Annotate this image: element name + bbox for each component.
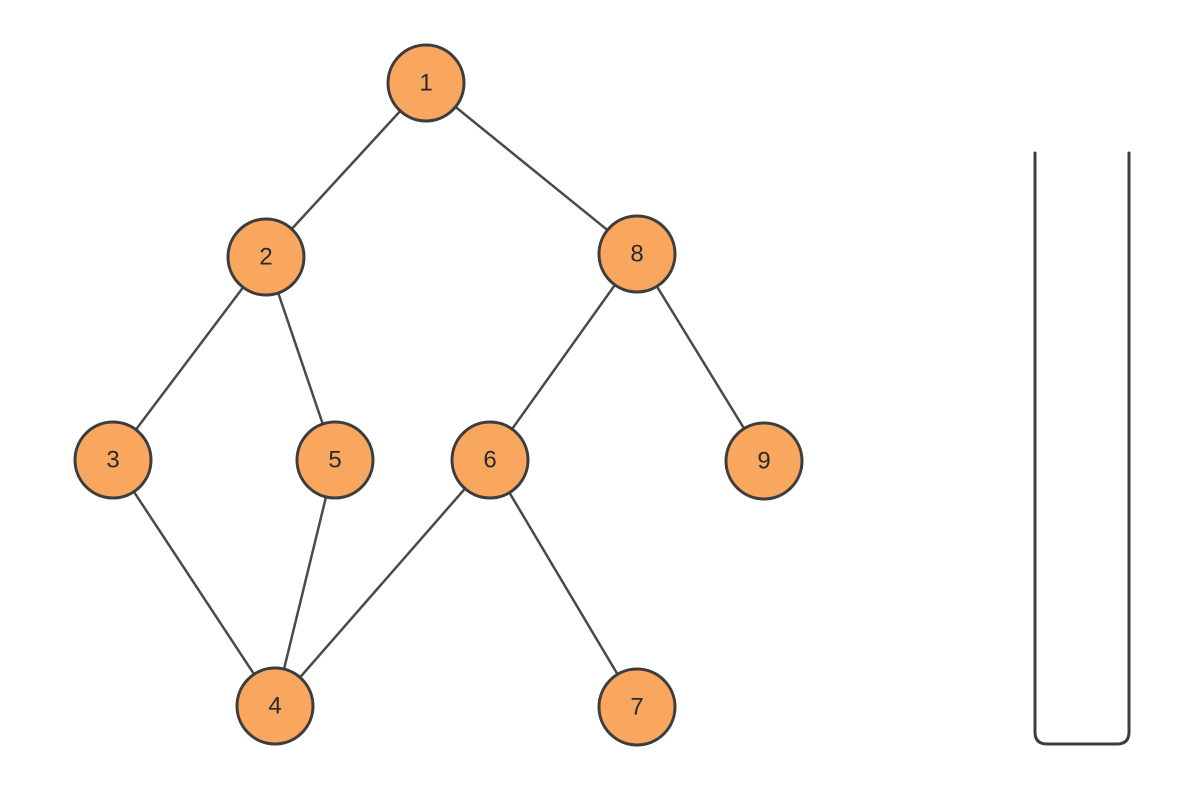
node-9[interactable]: 9 xyxy=(724,421,804,501)
stack-container xyxy=(1033,151,1131,746)
node-3[interactable]: 3 xyxy=(73,420,153,500)
edge-5-4 xyxy=(273,458,337,708)
node-8-circle[interactable] xyxy=(597,214,677,294)
node-5-circle[interactable] xyxy=(295,420,375,500)
node-1[interactable]: 1 xyxy=(386,43,466,123)
edge-6-7 xyxy=(488,458,639,709)
node-7[interactable]: 7 xyxy=(597,667,677,747)
node-1-circle[interactable] xyxy=(386,43,466,123)
node-4-circle[interactable] xyxy=(235,666,315,746)
node-9-circle[interactable] xyxy=(724,421,804,501)
node-6-circle[interactable] xyxy=(450,420,530,500)
edge-2-3 xyxy=(111,255,268,462)
node-3-circle[interactable] xyxy=(73,420,153,500)
edge-8-6 xyxy=(488,252,639,462)
node-7-circle[interactable] xyxy=(597,667,677,747)
node-5[interactable]: 5 xyxy=(295,420,375,500)
node-2[interactable]: 2 xyxy=(226,217,306,297)
edges-layer xyxy=(111,81,766,709)
edge-1-8 xyxy=(424,81,639,256)
edge-8-9 xyxy=(635,252,766,463)
node-2-circle[interactable] xyxy=(226,217,306,297)
node-8[interactable]: 8 xyxy=(597,214,677,294)
node-4[interactable]: 4 xyxy=(235,666,315,746)
edge-3-4 xyxy=(111,458,277,708)
node-6[interactable]: 6 xyxy=(450,420,530,500)
edge-6-4 xyxy=(273,458,492,708)
